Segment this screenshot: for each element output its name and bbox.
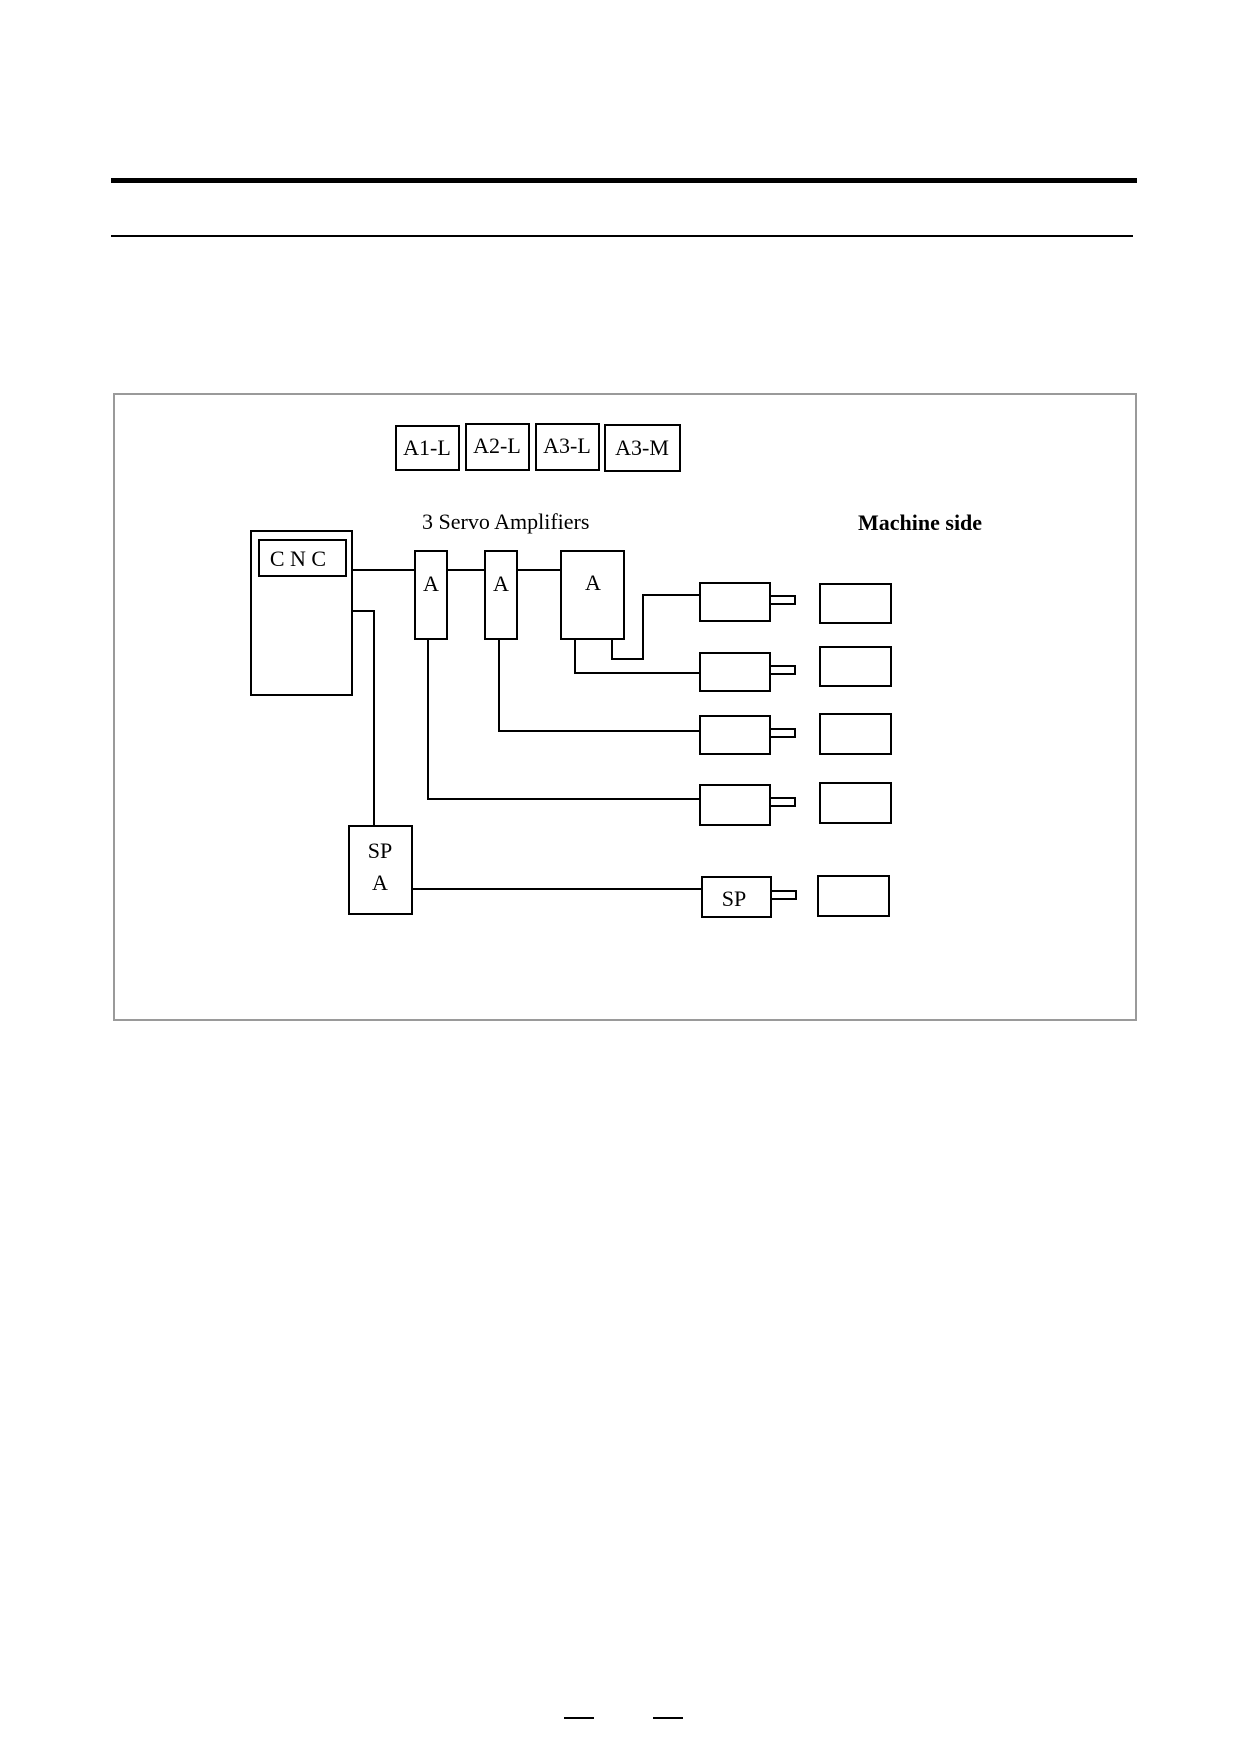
link-cnc-spa <box>352 610 375 826</box>
type-box-a1l <box>395 425 460 471</box>
cnc-label: C N C <box>270 546 326 571</box>
header-rule-thick <box>111 178 1137 183</box>
motor-1-shaft <box>769 595 796 605</box>
cnc-unit <box>250 530 353 696</box>
type-label-a3l: A3-L <box>543 433 591 458</box>
type-box-a2l <box>465 423 530 471</box>
motor-4-shaft <box>769 797 796 807</box>
spindle-amp-label-line1: SP <box>368 838 392 863</box>
figure-frame <box>113 393 1137 1021</box>
motor-2-shaft <box>769 665 796 675</box>
spindle-motor-label: SP <box>722 886 746 911</box>
servo-motor-1 <box>699 582 771 622</box>
cnc-label-box <box>258 539 347 577</box>
type-label-a1l: A1-L <box>403 435 451 460</box>
machine-axis-4 <box>819 782 892 824</box>
servo-amp-2-label: A <box>493 571 509 596</box>
type-box-a3m <box>604 424 681 472</box>
servo-motor-3 <box>699 715 771 755</box>
servo-motor-4 <box>699 784 771 826</box>
machine-axis-1 <box>819 583 892 624</box>
servo-amp-1-label: A <box>423 571 439 596</box>
machine-spindle <box>817 875 890 917</box>
spindle-amp <box>348 825 413 915</box>
machine-axis-2 <box>819 646 892 687</box>
type-label-a3m: A3-M <box>615 435 669 460</box>
servo-amp-3 <box>560 550 625 640</box>
servo-amp-1 <box>414 550 448 640</box>
spindle-motor-shaft <box>770 890 797 900</box>
footer-page-mark-left <box>564 1717 594 1719</box>
link-amp2-motor3 <box>498 639 700 732</box>
servo-amp-2 <box>484 550 518 640</box>
type-box-a3l <box>535 423 600 471</box>
type-label-a2l: A2-L <box>473 433 521 458</box>
machine-axis-3 <box>819 713 892 755</box>
spindle-amp-label-line2: A <box>372 870 388 895</box>
servo-motor-2 <box>699 652 771 692</box>
link-amp1-motor4 <box>427 639 700 800</box>
link-amp3-motor1 <box>611 594 700 660</box>
footer-page-mark-right <box>653 1717 683 1719</box>
servo-amp-3-label: A <box>585 570 601 595</box>
motor-3-shaft <box>769 728 796 738</box>
header-rule-thin <box>111 235 1133 237</box>
link-amp3-motor2 <box>574 639 700 674</box>
servo-amplifiers-title: 3 Servo Amplifiers <box>422 509 589 534</box>
machine-side-title: Machine side <box>858 510 982 535</box>
